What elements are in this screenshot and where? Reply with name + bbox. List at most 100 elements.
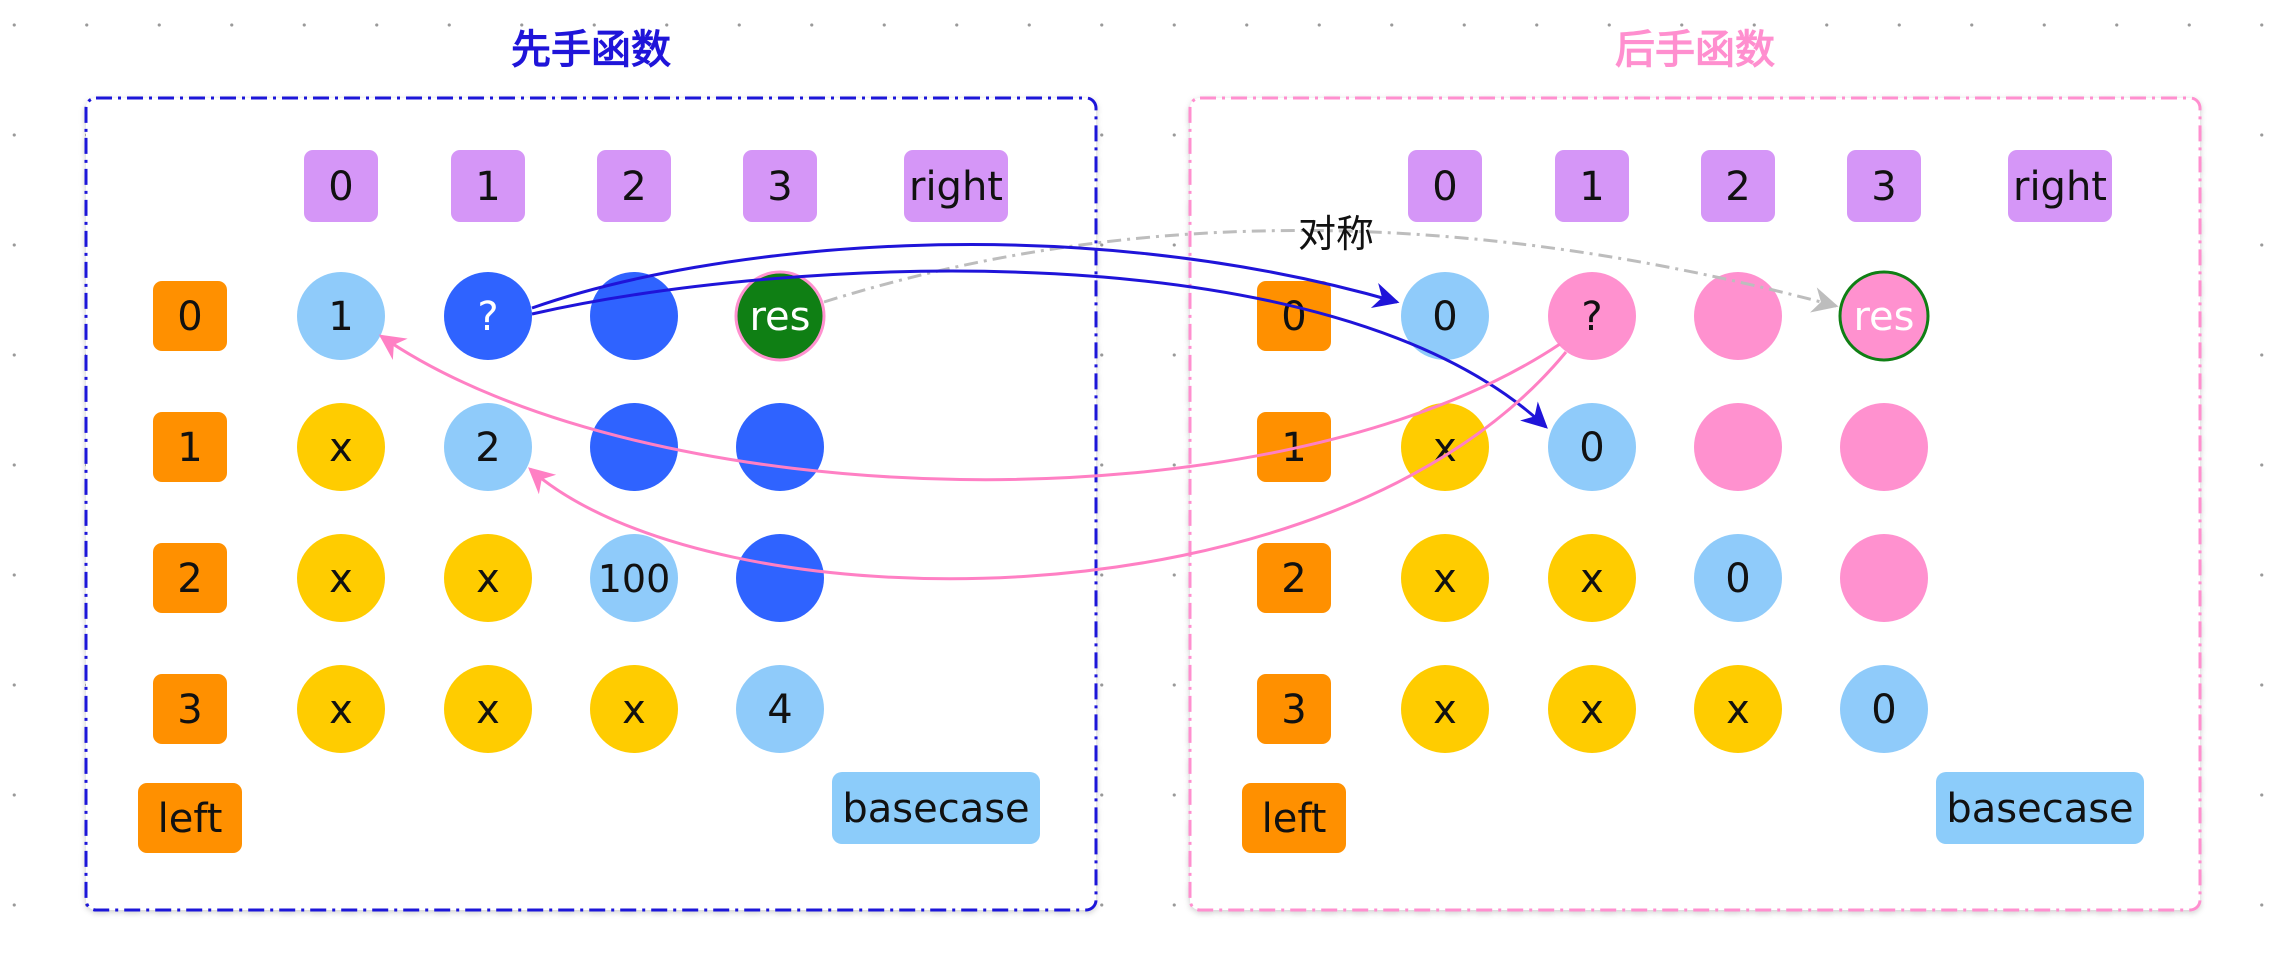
basecase-text: basecase	[842, 786, 1029, 832]
dp-cell-2-0: x	[297, 534, 385, 622]
dp-cell-2-3	[1840, 534, 1928, 622]
row-header-left: left	[138, 783, 242, 853]
col-header-0: 0	[304, 150, 378, 222]
row-header-0: 0	[1257, 281, 1331, 351]
dp-cell-1-1: 0	[1548, 403, 1636, 491]
dp-cell-value: 4	[767, 687, 792, 733]
row-header-label: 2	[1281, 556, 1306, 602]
dp-cell-1-0: x	[297, 403, 385, 491]
col-header-1: 1	[1555, 150, 1629, 222]
dp-cell-value: res	[749, 294, 810, 340]
symmetry-label: 对称	[1298, 212, 1374, 256]
row-header-3: 3	[153, 674, 227, 744]
dp-cell-1-2	[1694, 403, 1782, 491]
row-header-label: 0	[1281, 294, 1306, 340]
col-header-label: 2	[1725, 164, 1750, 210]
panel-title: 后手函数	[1615, 27, 1775, 73]
col-header-label: 1	[1579, 164, 1604, 210]
col-header-3: 3	[1847, 150, 1921, 222]
dp-cell-circle	[590, 403, 678, 491]
dp-cell-3-1: x	[444, 665, 532, 753]
dp-cell-3-2: x	[590, 665, 678, 753]
row-header-label: left	[1262, 796, 1327, 842]
row-header-label: left	[158, 796, 223, 842]
dp-cell-value: 0	[1579, 425, 1604, 471]
col-header-0: 0	[1408, 150, 1482, 222]
dp-cell-circle	[1838, 270, 1930, 362]
dp-cell-2-1: x	[444, 534, 532, 622]
dp-cell-circle	[297, 665, 385, 753]
dp-cell-0-2	[1694, 272, 1782, 360]
col-header-right: right	[904, 150, 1008, 222]
dp-cell-circle	[736, 665, 824, 753]
dp-cell-0-0: 0	[1401, 272, 1489, 360]
dp-cell-circle	[1840, 403, 1928, 491]
dp-cell-1-3	[736, 403, 824, 491]
dp-cell-circle	[297, 403, 385, 491]
dp-cell-3-2: x	[1694, 665, 1782, 753]
dp-cell-circle	[1401, 534, 1489, 622]
col-header-1: 1	[451, 150, 525, 222]
dp-cell-value: x	[622, 687, 646, 733]
dp-cell-value: x	[1433, 556, 1457, 602]
dp-cell-value: x	[329, 556, 353, 602]
row-header-left: left	[1242, 783, 1346, 853]
dp-cell-2-1: x	[1548, 534, 1636, 622]
dp-cell-circle	[590, 665, 678, 753]
row-header-label: 3	[177, 687, 202, 733]
dp-cell-circle	[1694, 534, 1782, 622]
row-header-label: 0	[177, 294, 202, 340]
dependency-arrow-to-first-1-1	[528, 351, 1568, 581]
row-header-3: 3	[1257, 674, 1331, 744]
dp-cell-circle	[1840, 534, 1928, 622]
col-header-2: 2	[1701, 150, 1775, 222]
dp-cell-value: x	[329, 687, 353, 733]
basecase-label: basecase	[1936, 772, 2144, 844]
dp-cell-value: 100	[598, 557, 671, 601]
dependency-arrows: 对称	[378, 212, 1839, 581]
dp-cell-value: 0	[1432, 294, 1457, 340]
dp-cell-circle	[1548, 534, 1636, 622]
dp-cell-3-0: x	[1401, 665, 1489, 753]
dp-cell-circle	[1548, 272, 1636, 360]
dp-cell-value: x	[476, 687, 500, 733]
dp-cell-circle	[590, 534, 678, 622]
col-header-label: 3	[767, 164, 792, 210]
dp-cell-3-3: 0	[1840, 665, 1928, 753]
dp-cell-1-3	[1840, 403, 1928, 491]
col-header-label: 3	[1871, 164, 1896, 210]
dp-cell-circle	[1401, 665, 1489, 753]
dp-cell-0-0: 1	[297, 272, 385, 360]
dp-cell-value: 2	[475, 425, 500, 471]
col-header-label: 1	[475, 164, 500, 210]
dp-cell-circle	[1694, 272, 1782, 360]
dp-cell-value: x	[1580, 556, 1604, 602]
row-header-label: 1	[177, 425, 202, 471]
dp-cell-2-3	[736, 534, 824, 622]
col-header-label: 0	[328, 164, 353, 210]
dp-cell-3-1: x	[1548, 665, 1636, 753]
dp-cell-value: x	[476, 556, 500, 602]
dp-cell-value: 0	[1871, 687, 1896, 733]
col-header-label: right	[2013, 164, 2107, 210]
dp-cell-circle	[1548, 403, 1636, 491]
dp-cell-circle	[736, 534, 824, 622]
col-header-3: 3	[743, 150, 817, 222]
dp-cell-value: x	[1580, 687, 1604, 733]
dp-cell-circle	[297, 534, 385, 622]
col-header-2: 2	[597, 150, 671, 222]
dp-cell-circle	[1401, 272, 1489, 360]
panel-title: 先手函数	[511, 27, 671, 73]
dp-cell-3-3: 4	[736, 665, 824, 753]
dependency-arrow-to-second-1-1	[531, 269, 1548, 429]
dp-cell-0-2	[590, 272, 678, 360]
dp-cell-0-1: ?	[1548, 272, 1636, 360]
dp-cell-value: res	[1853, 294, 1914, 340]
col-header-right: right	[2008, 150, 2112, 222]
dp-cell-circle	[444, 272, 532, 360]
dp-cell-value: 0	[1725, 556, 1750, 602]
dp-cell-0-3: res	[1838, 270, 1930, 362]
